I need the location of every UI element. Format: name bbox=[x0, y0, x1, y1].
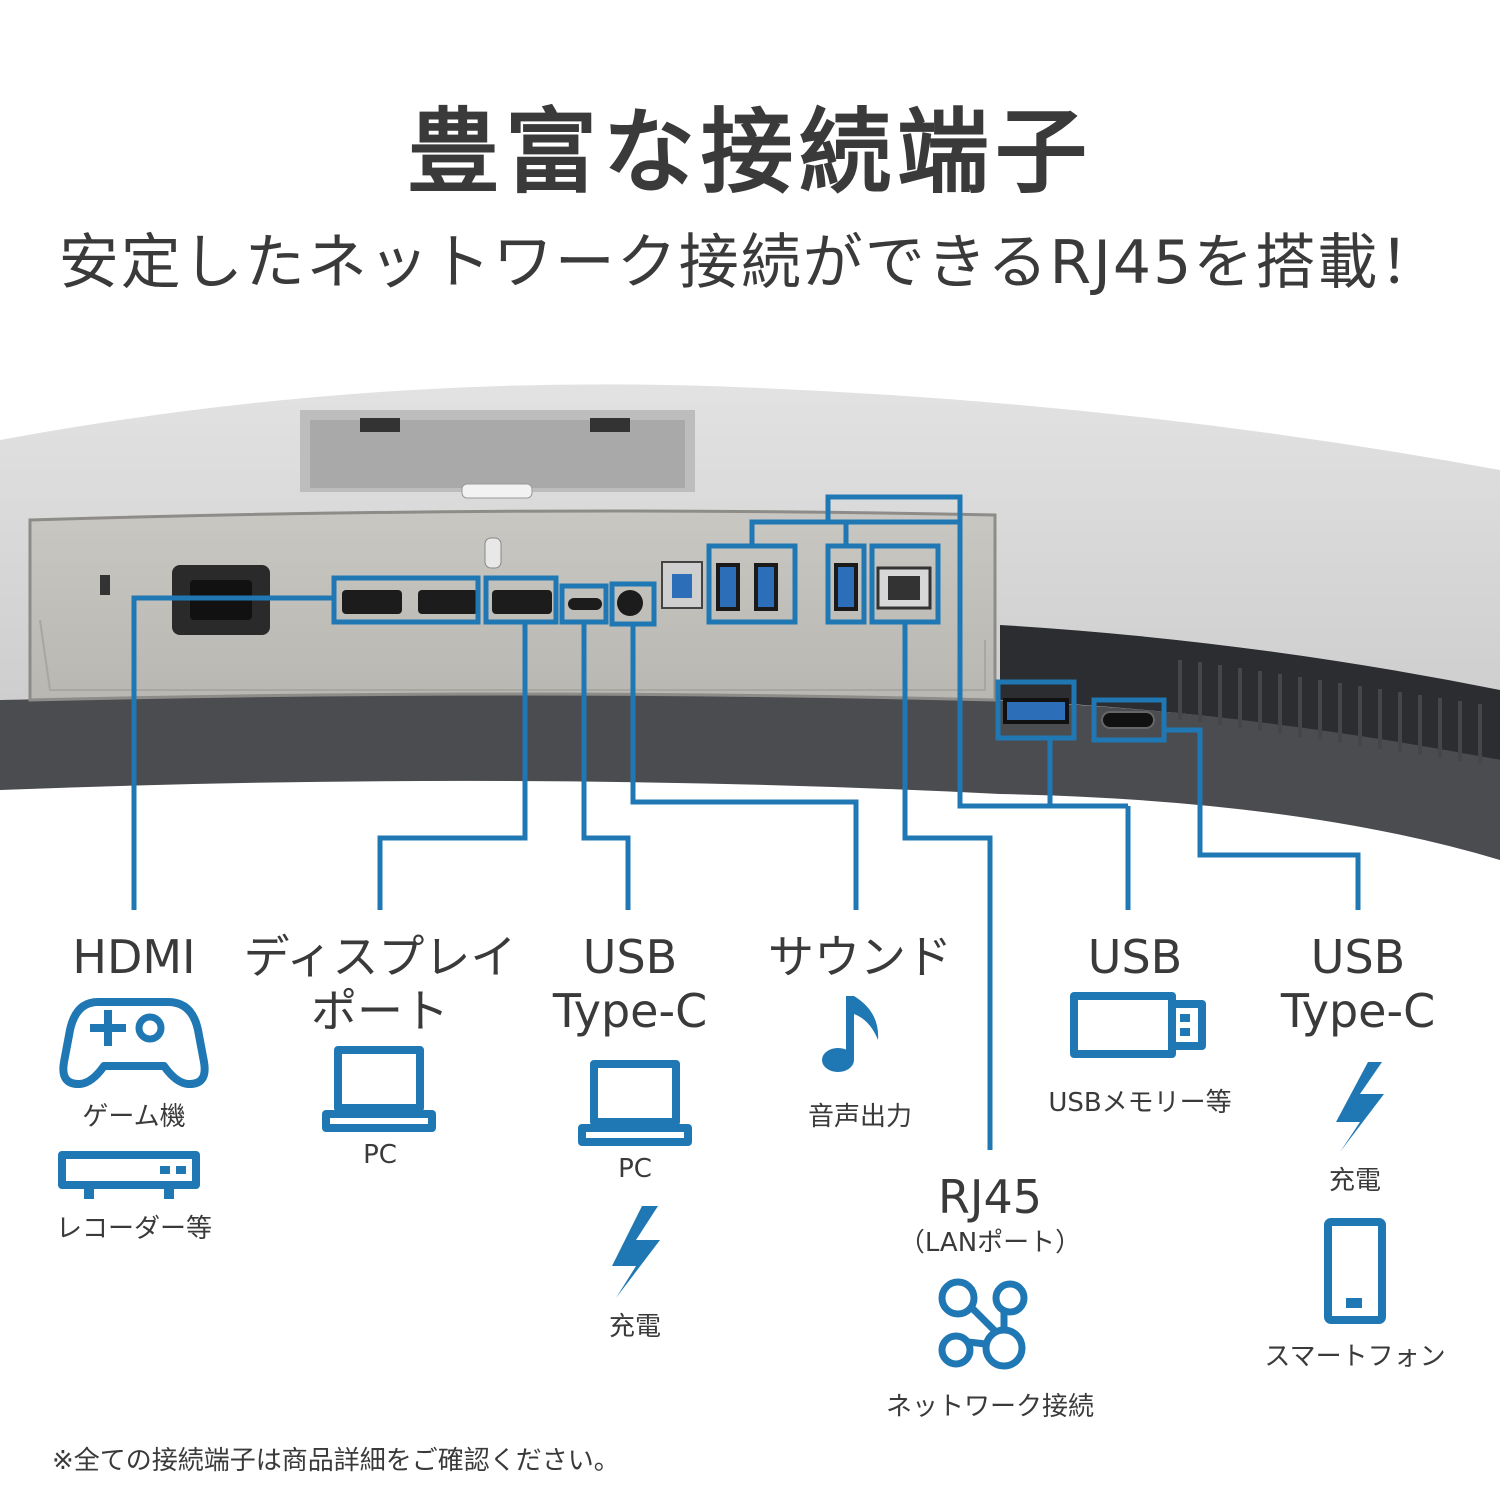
gamepad-icon bbox=[59, 998, 209, 1089]
recorder-icon bbox=[58, 1151, 200, 1189]
lightning-icon bbox=[612, 1206, 660, 1298]
footnote: ※全ての接続端子は商品詳細をご確認ください。 bbox=[52, 1446, 620, 1476]
usbc-left-sub-charge: 充電 bbox=[608, 1312, 661, 1342]
usbc-left-label-1: USB bbox=[582, 930, 678, 984]
monitor-lip bbox=[0, 695, 1500, 860]
network-icon bbox=[938, 1278, 1028, 1370]
usbc-right-label-2: Type-C bbox=[1280, 984, 1436, 1038]
hdmi-port-2 bbox=[418, 590, 478, 614]
audio-jack bbox=[617, 590, 643, 616]
smartphone-icon bbox=[1324, 1218, 1386, 1324]
page-subtitle: 安定したネットワーク接続ができるRJ45を搭載！ bbox=[58, 228, 1442, 298]
displayport-sub-pc: PC bbox=[363, 1140, 397, 1170]
usb-stick-icon bbox=[1070, 992, 1176, 1058]
usb-a-port-3 bbox=[834, 563, 858, 611]
usb-sub: USBメモリー等 bbox=[1048, 1088, 1232, 1118]
displayport-label-1: ディスプレイ bbox=[243, 930, 517, 984]
hdmi-sub-gaming: ゲーム機 bbox=[82, 1102, 186, 1132]
usbc-left-label-2: Type-C bbox=[552, 984, 708, 1038]
displayport-label-2: ポート bbox=[311, 984, 449, 1038]
usbc-port-left bbox=[568, 598, 602, 610]
sound-label: サウンド bbox=[768, 930, 952, 984]
usbc-right-sub-charge: 充電 bbox=[1328, 1166, 1381, 1196]
laptop-icon bbox=[578, 1060, 692, 1146]
usbc-port-right bbox=[1101, 711, 1155, 729]
rj45-label: RJ45 bbox=[937, 1170, 1043, 1224]
sound-sub: 音声出力 bbox=[807, 1102, 912, 1132]
hdmi-sub-recorder: レコーダー等 bbox=[55, 1214, 212, 1244]
displayport-port bbox=[492, 590, 552, 614]
page-title: 豊富な接続端子 bbox=[406, 99, 1093, 206]
usbc-right-sub-phone: スマートフォン bbox=[1264, 1342, 1446, 1372]
rj45-sub-lan: （LANポート） bbox=[898, 1228, 1082, 1258]
usbc-left-sub-pc: PC bbox=[618, 1154, 652, 1184]
usb-a-port-side bbox=[1003, 698, 1069, 724]
lightning-icon bbox=[1336, 1062, 1384, 1152]
usb-label: USB bbox=[1087, 930, 1183, 984]
leader-lines bbox=[131, 494, 1361, 1150]
music-note-icon bbox=[822, 996, 879, 1072]
usb-a-port-1 bbox=[716, 563, 740, 611]
hdmi-label: HDMI bbox=[72, 930, 196, 984]
usb-a-port-2 bbox=[754, 563, 778, 611]
laptop-icon bbox=[322, 1046, 436, 1132]
hdmi-port-1 bbox=[342, 590, 402, 614]
usbc-right-label-1: USB bbox=[1310, 930, 1406, 984]
rj45-sub-network: ネットワーク接続 bbox=[885, 1392, 1094, 1422]
